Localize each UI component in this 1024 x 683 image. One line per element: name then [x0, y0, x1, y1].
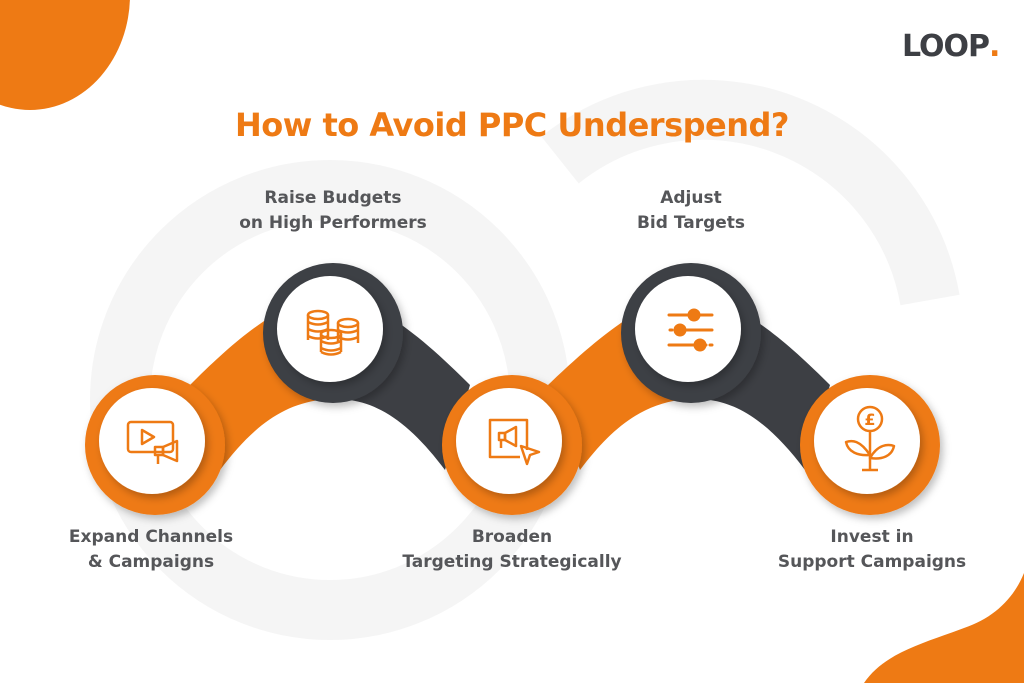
step-node-raise-budgets	[263, 263, 403, 403]
loop-logo: LOOP.	[902, 28, 1000, 64]
step-4-line2: Bid Targets	[636, 213, 746, 233]
step-label-4: Adjust Bid Targets	[571, 186, 811, 236]
step-label-1: Expand Channels & Campaigns	[31, 525, 271, 575]
page-title: How to Avoid PPC Underspend?	[235, 106, 789, 144]
logo-text: LOOP	[902, 28, 990, 64]
step-node-broaden-targeting	[442, 375, 582, 515]
step-5-line1: Invest in	[830, 527, 914, 547]
step-5-line2: Support Campaigns	[777, 552, 967, 572]
step-node-adjust-bid-targets	[621, 263, 761, 403]
svg-text:£: £	[864, 410, 875, 429]
step-1-line2: & Campaigns	[87, 552, 215, 572]
step-2-line2: on High Performers	[239, 213, 427, 233]
sliders-icon	[667, 308, 714, 352]
logo-dot: .	[989, 28, 1000, 64]
step-label-3: Broaden Targeting Strategically	[392, 525, 632, 575]
step-label-5: Invest in Support Campaigns	[752, 525, 992, 575]
step-node-expand-channels	[85, 375, 225, 515]
megaphone-cursor-icon	[488, 418, 541, 466]
step-node-invest-support	[800, 375, 940, 515]
step-1-line1: Expand Channels	[68, 527, 234, 547]
step-3-line2: Targeting Strategically	[402, 552, 622, 572]
video-megaphone-icon	[126, 420, 179, 464]
coin-stacks-icon	[306, 309, 360, 356]
step-3-line1: Broaden	[471, 527, 553, 547]
step-label-2: Raise Budgets on High Performers	[213, 186, 453, 236]
step-2-line1: Raise Budgets	[264, 188, 402, 208]
pound-plant-icon: £	[844, 405, 896, 472]
step-4-line1: Adjust	[660, 188, 722, 208]
corner-decoration-bottom-right	[864, 573, 1024, 683]
